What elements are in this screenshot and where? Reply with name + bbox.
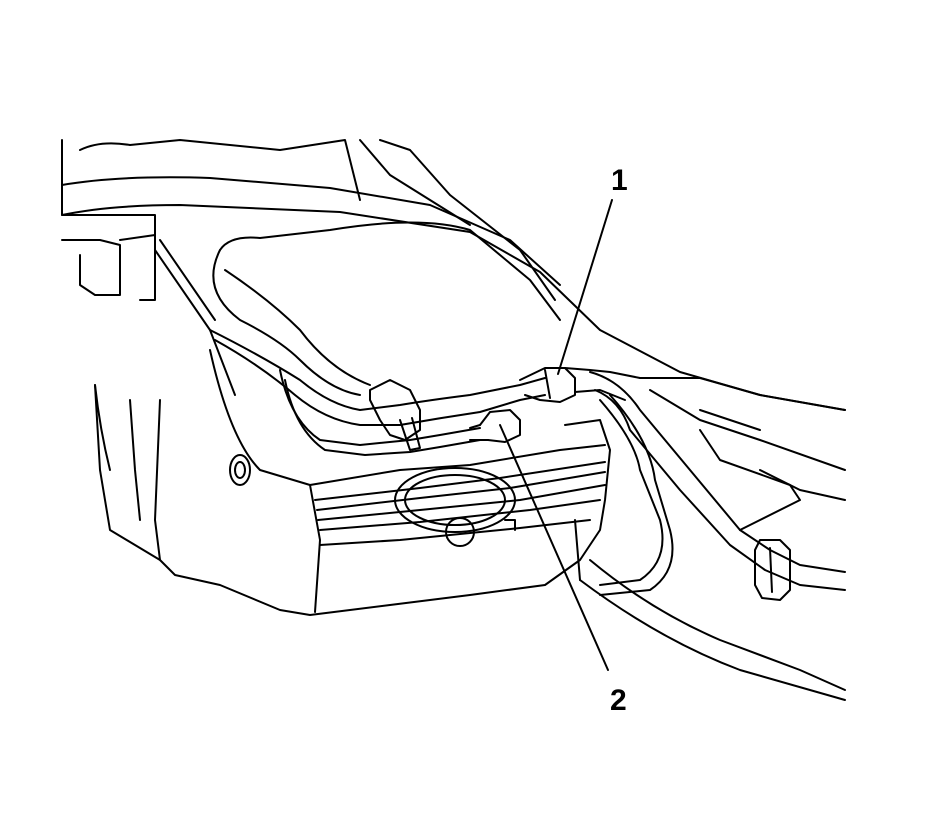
fuel-tank: [94, 349, 611, 616]
callout-label-2: 2: [610, 684, 627, 717]
callout-label-1: 1: [611, 164, 628, 197]
fuel-lines: [209, 329, 846, 601]
chassis-rail: [579, 377, 846, 701]
vehicle-body: [61, 139, 846, 411]
leader-line-2: [499, 424, 609, 671]
leader-line-1: [557, 199, 613, 375]
